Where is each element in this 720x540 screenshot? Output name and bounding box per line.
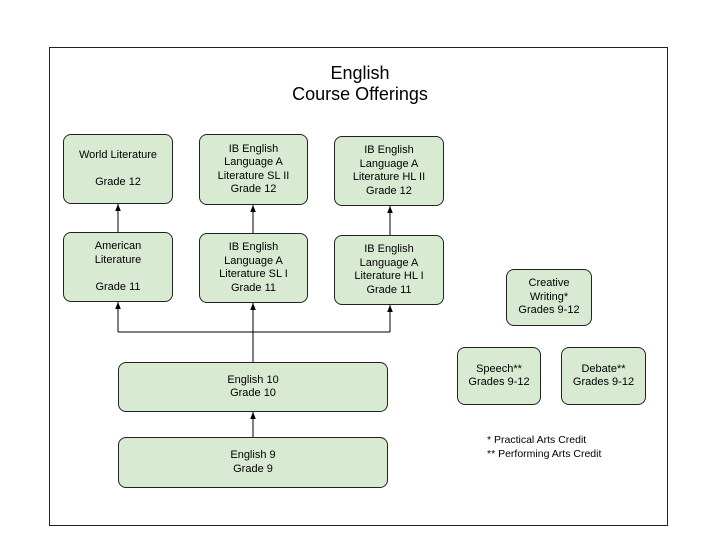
- course-creative-writing: Creative Writing* Grades 9-12: [506, 269, 592, 326]
- course-ib-english-hl-i: IB English Language A Literature HL I Gr…: [334, 235, 444, 305]
- course-english-9: English 9 Grade 9: [118, 437, 388, 488]
- credit-legend: * Practical Arts Credit ** Performing Ar…: [487, 434, 601, 461]
- course-world-literature: World Literature Grade 12: [63, 134, 173, 204]
- diagram-title: English Course Offerings: [292, 63, 428, 104]
- course-ib-english-hl-ii: IB English Language A Literature HL II G…: [334, 136, 444, 206]
- course-speech: Speech** Grades 9-12: [457, 347, 541, 405]
- course-debate: Debate** Grades 9-12: [561, 347, 646, 405]
- course-english-10: English 10 Grade 10: [118, 362, 388, 412]
- diagram-frame: [49, 47, 668, 526]
- course-ib-english-sl-ii: IB English Language A Literature SL II G…: [199, 134, 308, 205]
- legend-performing-arts: ** Performing Arts Credit: [487, 447, 602, 460]
- legend-practical-arts: * Practical Arts Credit: [487, 434, 587, 446]
- course-ib-english-sl-i: IB English Language A Literature SL I Gr…: [199, 233, 308, 303]
- course-american-literature: American Literature Grade 11: [63, 232, 173, 302]
